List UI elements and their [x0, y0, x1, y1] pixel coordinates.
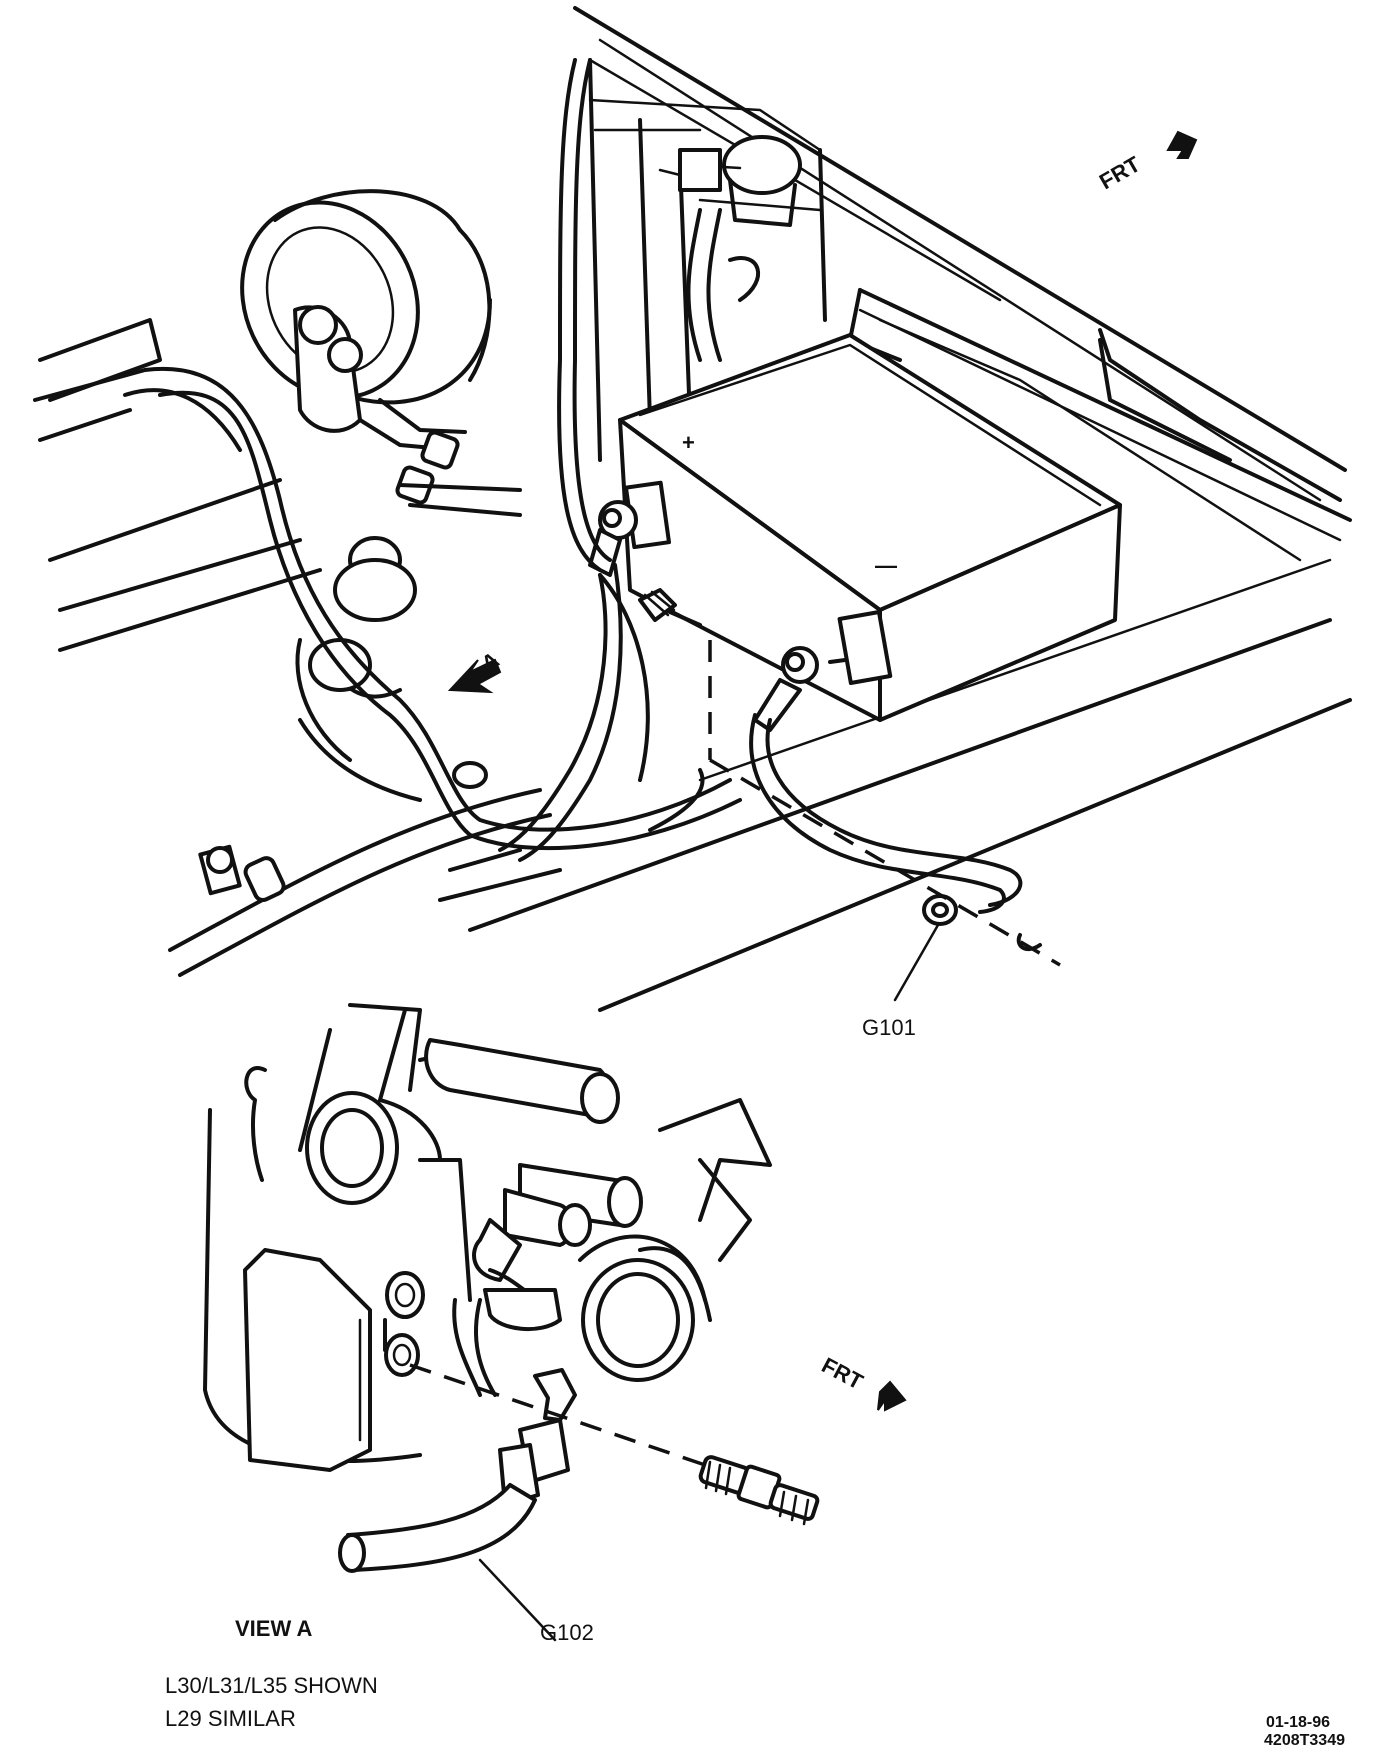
negative-terminal — [753, 610, 893, 732]
brake-lines — [358, 398, 522, 517]
view-a-detail: FRT G102 VIEW A — [203, 1003, 907, 1645]
g102-label: G102 — [540, 1620, 594, 1645]
frt-label-bottom: FRT — [818, 1352, 868, 1394]
brake-booster — [240, 189, 492, 405]
ground-cable-g101 — [708, 640, 1061, 1002]
positive-terminal — [588, 480, 672, 577]
battery-hold-down-bolt — [638, 588, 702, 627]
body-panel-lines — [468, 6, 1352, 1012]
figure-code: 4208T3349 — [1264, 1732, 1345, 1749]
intake-pipes — [424, 1038, 772, 1332]
engine-note-line2: L29 SIMILAR — [165, 1706, 296, 1731]
frt-arrow-bottom-icon — [877, 1380, 907, 1412]
engine-note-line1: L30/L31/L35 SHOWN — [165, 1673, 378, 1698]
view-a-indicator: A — [447, 647, 503, 694]
engine-accessories — [33, 318, 422, 802]
view-a-arrow-icon — [447, 658, 502, 694]
date-code: 01-18-96 — [1266, 1714, 1330, 1731]
coolant-reservoir-cap — [678, 135, 802, 227]
bolt-alignment-line — [409, 1363, 706, 1467]
front-direction-indicator-bottom: FRT — [818, 1352, 907, 1412]
g101-label: G101 — [862, 1015, 916, 1040]
battery-cable-harness — [123, 58, 742, 862]
battery-positive-mark: + — [682, 430, 695, 455]
engine-front-cover — [203, 1003, 602, 1472]
lower-pipe-clamp — [168, 788, 562, 977]
radiator-hoses — [686, 208, 761, 362]
front-direction-indicator-top: FRT — [1095, 130, 1198, 194]
ground-strap-g102 — [338, 1368, 577, 1642]
radiator — [588, 58, 827, 462]
battery-negative-mark: — — [875, 553, 897, 578]
mount-boss — [383, 1271, 425, 1377]
ground-bolt — [698, 1455, 820, 1526]
engine-bay-view: + — — [33, 6, 1352, 1040]
view-a-title: VIEW A — [235, 1616, 313, 1641]
engine-pulley — [578, 1234, 712, 1382]
frt-arrow-top-icon — [1166, 130, 1198, 159]
battery: + — — [618, 333, 1122, 722]
frt-label-top: FRT — [1095, 151, 1145, 194]
